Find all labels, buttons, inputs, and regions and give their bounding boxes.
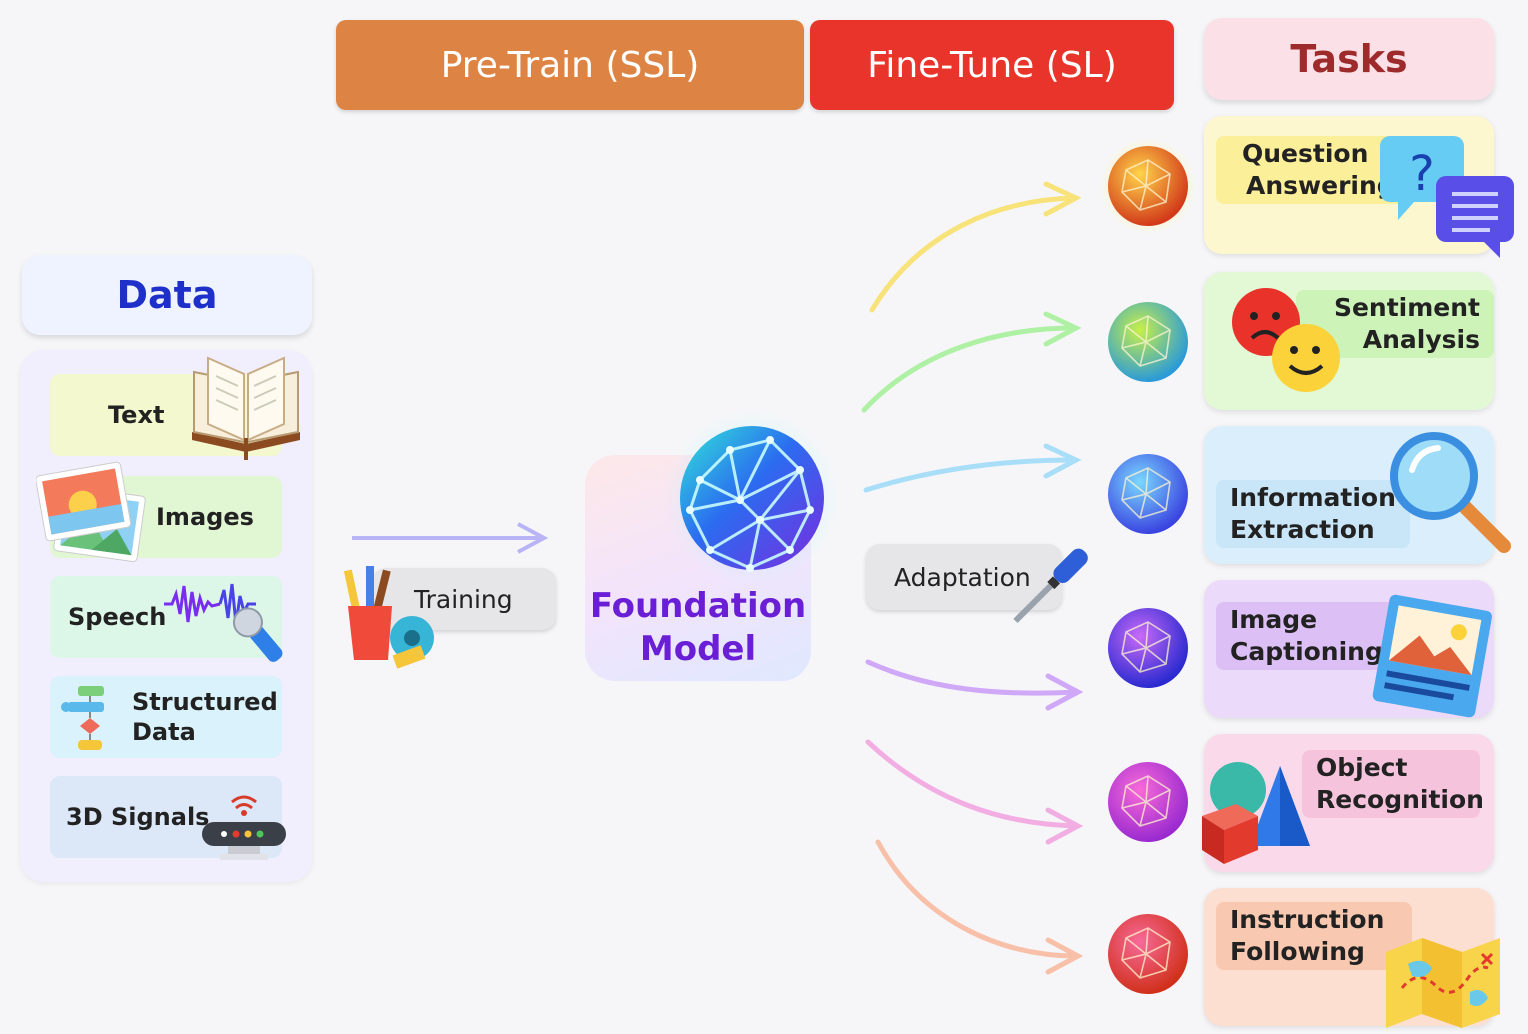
stationery-icon xyxy=(343,566,434,669)
tasks-header: Tasks xyxy=(1204,18,1494,100)
finetune-header: Fine-Tune (SL) xyxy=(810,20,1174,110)
data-item-label: Structured Data xyxy=(132,688,278,746)
sphere-instruction xyxy=(1108,914,1188,994)
screwdriver-icon xyxy=(1013,548,1088,624)
foundation-model-label: Foundation Model xyxy=(589,586,807,669)
data-panel: Text Images Speech xyxy=(20,350,312,882)
task-arrows xyxy=(861,181,1084,975)
data-item-label: 3D Signals xyxy=(66,803,210,831)
data-header: Data xyxy=(22,255,312,335)
task-label: Object Recognition xyxy=(1302,750,1484,818)
arrow-captioning xyxy=(865,659,1079,696)
data-item-label: Text xyxy=(108,401,165,429)
sphere-recognition xyxy=(1108,762,1188,842)
book-icon xyxy=(192,356,300,460)
router-icon xyxy=(202,795,286,860)
emoji-faces-icon xyxy=(1232,288,1340,392)
shapes-icon xyxy=(1202,762,1310,864)
arrow-instruction xyxy=(875,839,1079,959)
neural-sphere-icon xyxy=(664,410,840,586)
sphere-info xyxy=(1108,454,1188,534)
arrow-qa xyxy=(869,195,1077,313)
arrow-sentiment xyxy=(861,325,1077,413)
flowchart-icon xyxy=(61,686,104,750)
task-label: Information Extraction xyxy=(1216,480,1410,548)
task-card-object-recognition: Object Recognition xyxy=(1202,734,1494,872)
task-label: Instruction Following xyxy=(1216,902,1412,970)
adaptation-pill: Adaptation xyxy=(866,544,1062,610)
data-item-label: Images xyxy=(156,503,254,531)
task-label: Image Captioning xyxy=(1216,602,1402,670)
picture-icon xyxy=(1372,594,1492,718)
pretrain-header: Pre-Train (SSL) xyxy=(336,20,804,110)
data-item-label: Speech xyxy=(68,603,167,631)
sphere-sentiment xyxy=(1108,302,1188,382)
magnifier-icon xyxy=(1390,432,1511,553)
task-card-information-extraction: Information Extraction xyxy=(1204,426,1511,564)
task-card-image-captioning: Image Captioning xyxy=(1204,580,1494,718)
question-chat-icon: ? xyxy=(1380,136,1514,258)
adaptation-label: Adaptation xyxy=(894,562,1031,592)
treasure-map-icon xyxy=(1386,938,1500,1028)
training-arrow xyxy=(352,522,549,554)
arrow-info xyxy=(863,457,1077,493)
microphone-icon xyxy=(164,583,283,662)
sphere-captioning xyxy=(1108,608,1188,688)
photos-icon xyxy=(36,461,146,563)
task-card-question-answering: Question Answering ? xyxy=(1204,116,1514,258)
task-card-instruction-following: Instruction Following xyxy=(1204,888,1500,1028)
data-item-speech: Speech xyxy=(50,576,282,658)
sphere-qa xyxy=(1100,138,1196,234)
task-spheres xyxy=(1100,138,1196,994)
svg-text:?: ? xyxy=(1409,146,1434,202)
task-card-sentiment-analysis: Sentiment Analysis xyxy=(1204,272,1494,410)
training-label: Training xyxy=(414,584,513,614)
arrow-recognition xyxy=(865,739,1079,829)
